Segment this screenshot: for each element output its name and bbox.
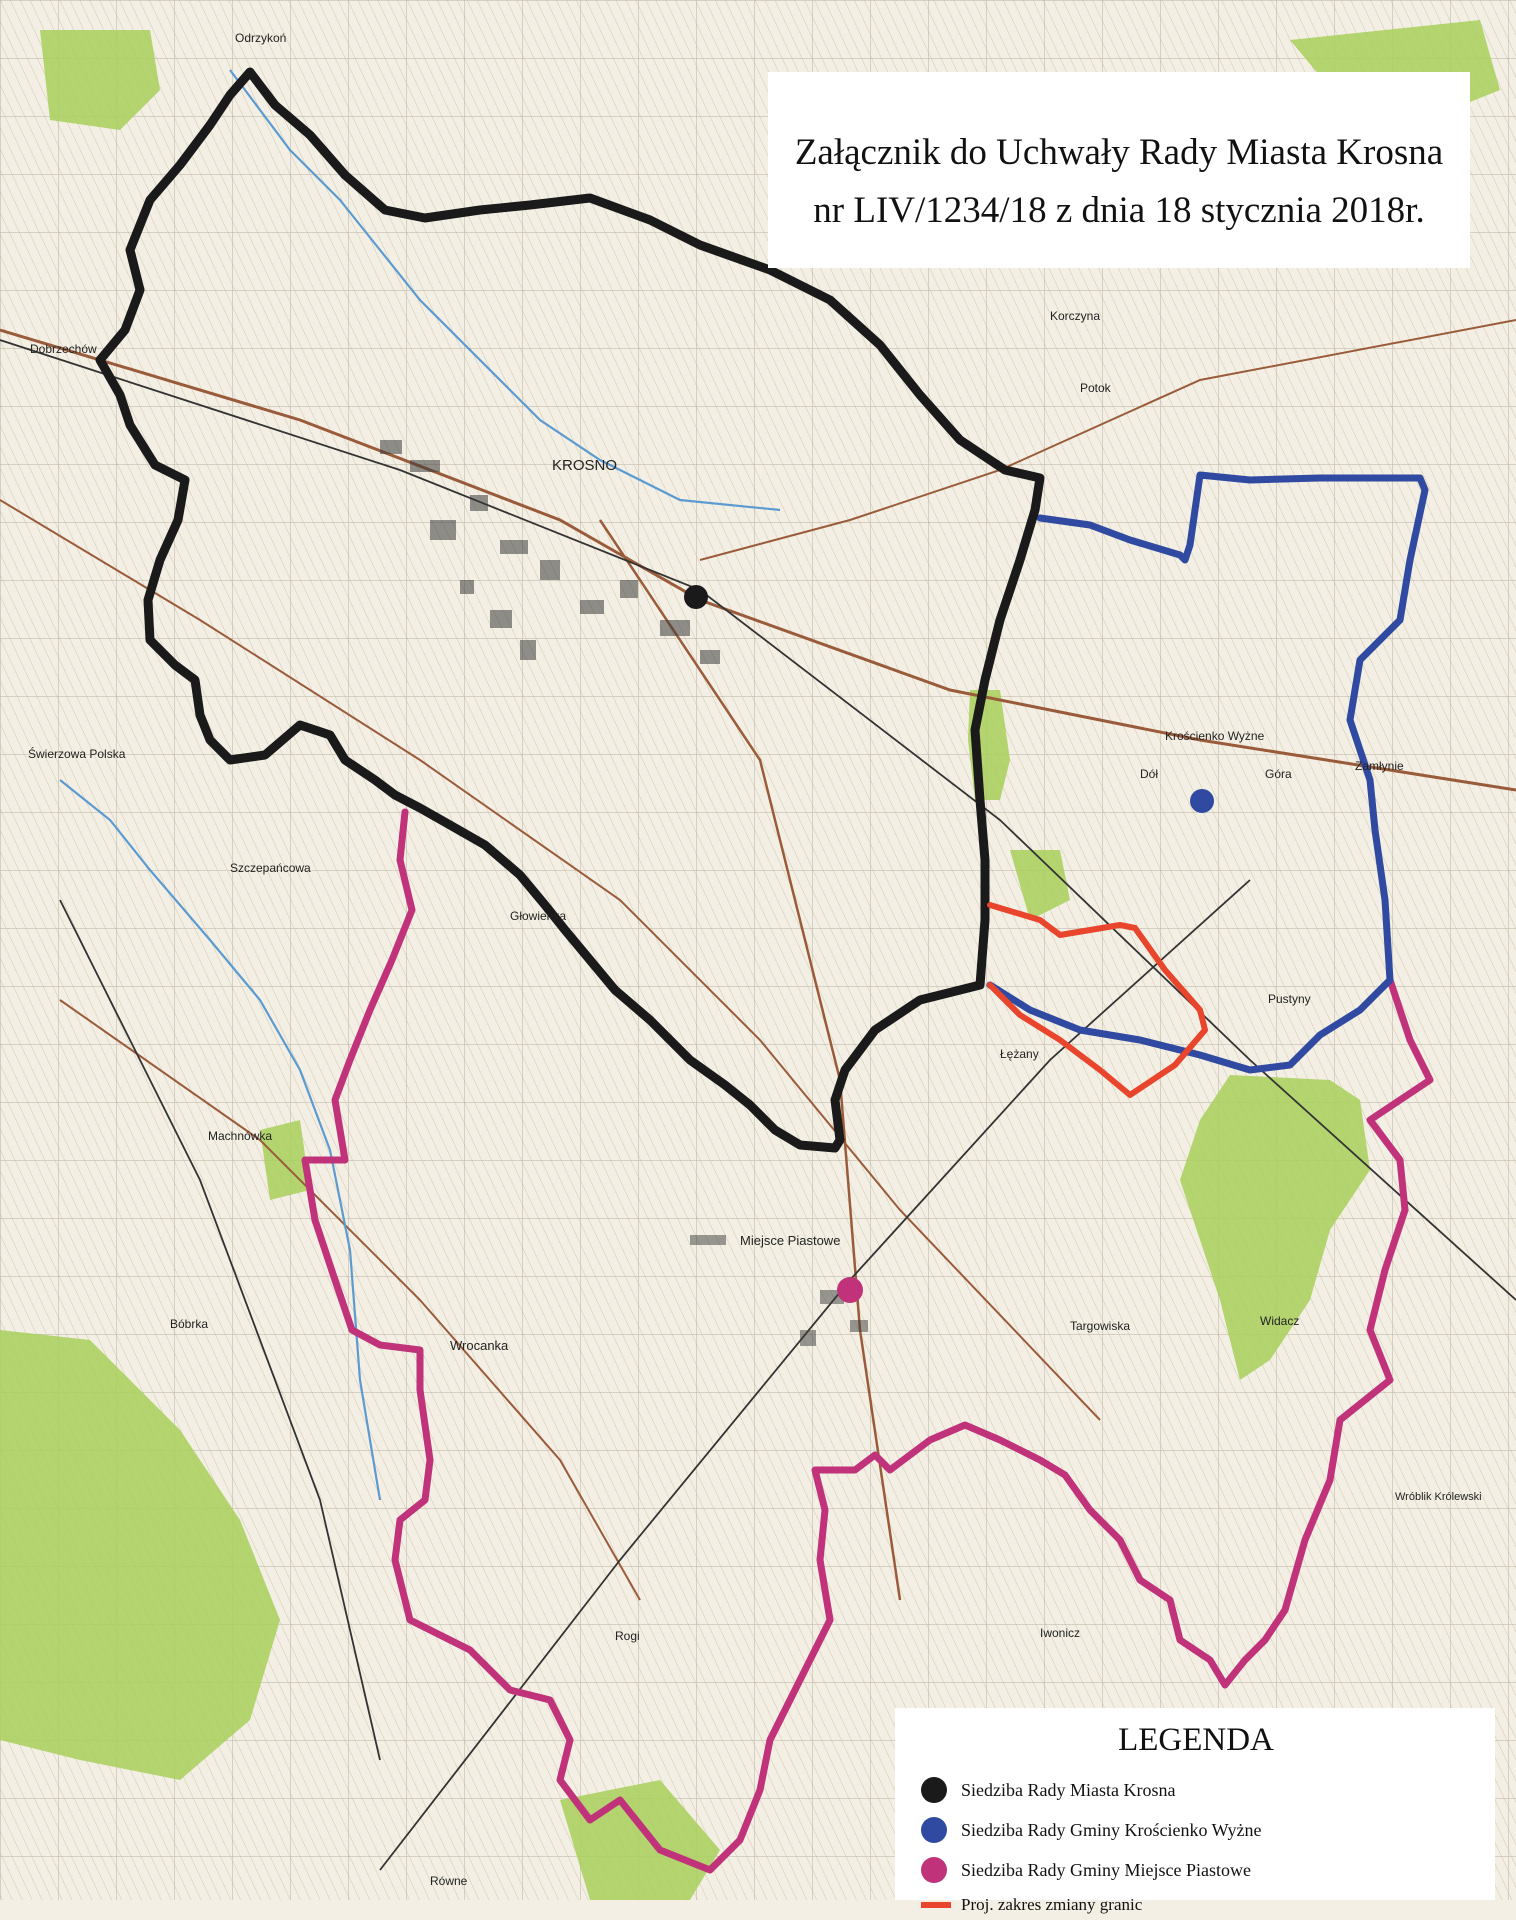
place-label: Szczepańcowa bbox=[230, 861, 311, 875]
place-label: Krościenko Wyżne bbox=[1165, 729, 1265, 743]
seat-rada-gminy-kroscienko-wyzne[interactable] bbox=[1190, 789, 1214, 813]
forest-areas bbox=[0, 20, 1500, 1900]
legend-label: Siedziba Rady Gminy Krościenko Wyżne bbox=[961, 1819, 1262, 1840]
legend-title: LEGENDA bbox=[1118, 1722, 1274, 1758]
place-label: Machnówka bbox=[208, 1129, 272, 1143]
title-box: Załącznik do Uchwały Rady Miasta Krosna … bbox=[768, 72, 1470, 268]
place-label: Rogi bbox=[615, 1629, 640, 1643]
place-label: Łężany bbox=[1000, 1047, 1039, 1061]
title-line-1: Załącznik do Uchwały Rady Miasta Krosna bbox=[794, 132, 1444, 173]
place-label: Widacz bbox=[1260, 1314, 1299, 1328]
place-label: Zamłynie bbox=[1355, 759, 1404, 773]
place-label: Iwonicz bbox=[1040, 1626, 1080, 1640]
boundary-kroscienko-wyzne bbox=[986, 471, 1429, 1074]
place-label: Świerzowa Polska bbox=[28, 746, 126, 761]
place-label: Równe bbox=[430, 1874, 468, 1888]
boundary-miejsce-piastowe bbox=[301, 808, 1434, 1874]
place-label: Dół bbox=[1140, 767, 1158, 781]
place-label: Bóbrka bbox=[170, 1317, 208, 1331]
title-line-2: nr LIV/1234/18 z dnia 18 stycznia 2018r. bbox=[813, 190, 1425, 231]
place-label: Dobrzechów bbox=[30, 342, 97, 356]
seat-rada-miasta-krosna[interactable] bbox=[684, 585, 708, 609]
legend-label: Siedziba Rady Miasta Krosna bbox=[961, 1779, 1176, 1800]
boundaries bbox=[95, 67, 1434, 1874]
black-dot-icon bbox=[921, 1777, 947, 1803]
legend-item-kroscienko: Siedziba Rady Gminy Krościenko Wyżne bbox=[921, 1810, 1471, 1850]
place-label: Korczyna bbox=[1050, 309, 1100, 323]
legend-label: Siedziba Rady Gminy Miejsce Piastowe bbox=[961, 1859, 1251, 1880]
place-label: KROSNO bbox=[552, 457, 617, 474]
legend-item-proj-zmiany: Proj. zakres zmiany granic bbox=[921, 1890, 1471, 1920]
place-label: Potok bbox=[1080, 381, 1112, 395]
boundary-krosno bbox=[95, 67, 1045, 1153]
seat-rada-gminy-miejsce-piastowe[interactable] bbox=[837, 1277, 863, 1303]
urban-area-krosno bbox=[380, 440, 720, 664]
place-label: Wrocanka bbox=[450, 1338, 509, 1353]
blue-dot-icon bbox=[921, 1817, 947, 1843]
place-label: Głowienka bbox=[510, 909, 566, 923]
red-line-icon bbox=[921, 1902, 951, 1908]
place-label: Miejsce Piastowe bbox=[740, 1233, 840, 1248]
place-label: Targowiska bbox=[1070, 1319, 1130, 1333]
place-label: Wróblik Królewski bbox=[1395, 1491, 1482, 1503]
boundary-proj-zmiany bbox=[987, 902, 1208, 1098]
place-label: Góra bbox=[1265, 767, 1292, 781]
legend-label: Proj. zakres zmiany granic bbox=[961, 1895, 1143, 1914]
place-label: Pustyny bbox=[1268, 992, 1311, 1006]
place-label: Odrzykoń bbox=[235, 31, 286, 45]
legend-item-krosno: Siedziba Rady Miasta Krosna bbox=[921, 1770, 1471, 1810]
rivers bbox=[59, 69, 781, 1501]
legend-item-miejsce-piastowe: Siedziba Rady Gminy Miejsce Piastowe bbox=[921, 1850, 1471, 1890]
magenta-dot-icon bbox=[921, 1857, 947, 1883]
legend: LEGENDA Siedziba Rady Miasta Krosna Sied… bbox=[895, 1708, 1495, 1914]
